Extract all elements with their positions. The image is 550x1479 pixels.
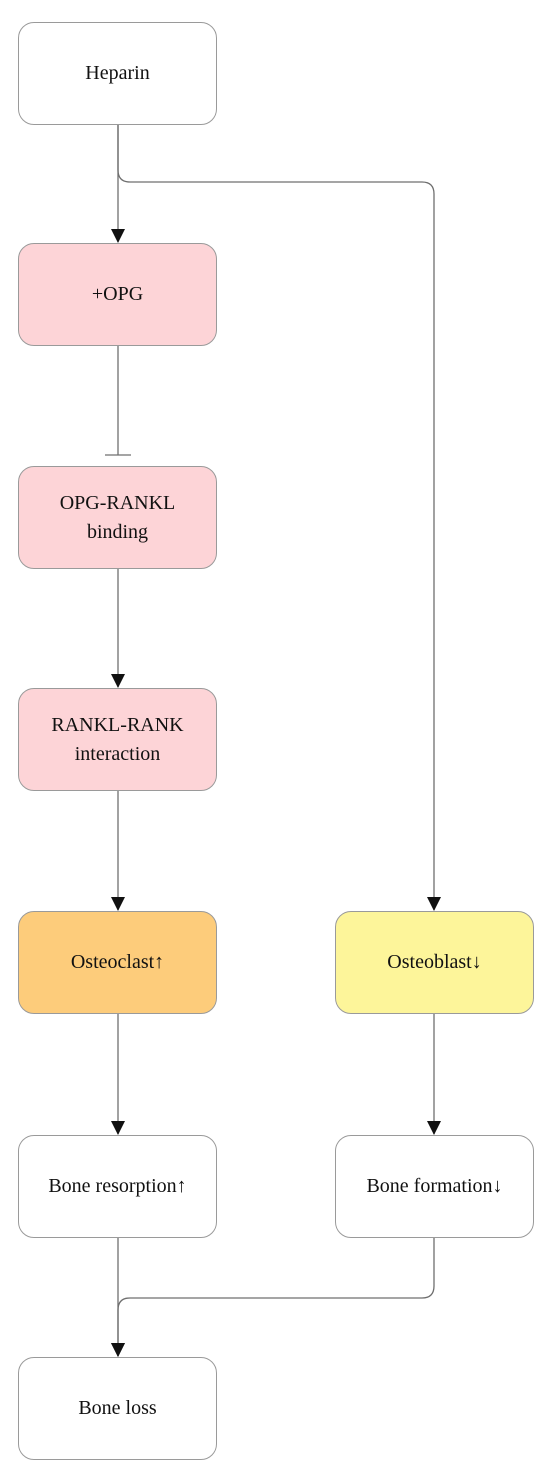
node-bone-loss: Bone loss [18,1357,217,1460]
node-opg-rankl-binding-label: OPG-RANKL binding [60,489,176,547]
node-bone-resorption: Bone resorption↑ [18,1135,217,1238]
edge-bone-formation-to-bone-loss [111,1238,435,1357]
node-bone-formation-label: Bone formation↓ [366,1175,503,1197]
node-opg: +OPG [18,243,217,346]
node-osteoclast: Osteoclast↑ [18,911,217,1014]
edge-heparin-to-osteoblast [117,125,441,911]
node-rankl-rank-interaction: RANKL-RANK interaction [18,688,217,791]
node-opg-rankl-line-1: OPG-RANKL [59,491,176,514]
node-osteoblast: Osteoblast↓ [335,911,534,1014]
node-rankl-rank-interaction-label: RANKL-RANK interaction [51,711,183,769]
node-bone-formation: Bone formation↓ [335,1135,534,1238]
node-opg-label: +OPG [91,283,144,305]
node-rankl-rank-line-1: RANKL-RANK [51,713,184,736]
node-osteoblast-label: Osteoblast↓ [387,951,482,973]
node-heparin: Heparin [18,22,217,125]
node-opg-rankl-line-2: binding [86,520,149,543]
node-osteoclast-label: Osteoclast↑ [70,951,165,973]
node-opg-rankl-binding: OPG-RANKL binding [18,466,217,569]
node-heparin-label: Heparin [85,62,150,84]
node-bone-loss-label: Bone loss [78,1397,157,1419]
node-rankl-rank-line-2: interaction [74,742,161,765]
node-bone-resorption-label: Bone resorption↑ [48,1175,187,1197]
